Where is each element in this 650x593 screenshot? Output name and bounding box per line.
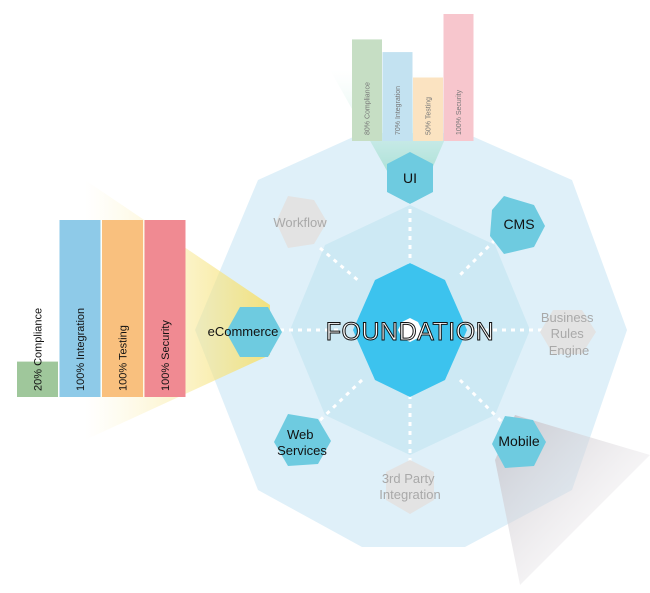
workflow-hexagon — [276, 196, 327, 248]
module-third-party-integration[interactable]: 3rd Party Integration — [379, 460, 441, 514]
module-ui[interactable]: UI — [387, 152, 433, 204]
bar-label-top-bars-2: 50% Testing — [425, 97, 432, 135]
foundation-label: FOUNDATION — [326, 318, 494, 346]
bar-top-bars-3 — [443, 14, 474, 141]
ui-bar-chart: 80% Compliance 70% Integration 50% Testing… — [352, 14, 474, 141]
bar-label-left-bars-1: 100% Integration — [75, 308, 87, 391]
bar-label-left-bars-3: 100% Security — [160, 320, 172, 391]
third-party-label: 3rd Party Integration — [379, 471, 440, 502]
module-business-rules-engine[interactable]: Business Rules Engine — [540, 310, 597, 358]
web-services-label: Web Services — [277, 427, 327, 458]
bar-top-bars-2 — [413, 77, 443, 141]
module-web-services[interactable]: Web Services — [274, 414, 331, 466]
module-workflow[interactable]: Workflow — [273, 196, 327, 248]
bar-left-bars-2 — [102, 220, 143, 397]
workflow-label: Workflow — [273, 215, 327, 230]
web-services-hexagon — [274, 414, 331, 466]
mobile-label: Mobile — [498, 433, 539, 449]
mobile-hexagon — [492, 416, 546, 468]
bar-top-bars-1 — [382, 52, 413, 141]
bar-left-bars-0 — [17, 361, 58, 397]
module-cms[interactable]: CMS — [490, 196, 545, 254]
ui-label: UI — [403, 170, 417, 186]
ecommerce-label: eCommerce — [208, 324, 279, 339]
business-rules-hexagon — [540, 310, 596, 354]
bar-label-left-bars-2: 100% Testing — [117, 325, 129, 391]
module-mobile[interactable]: Mobile — [492, 416, 546, 468]
third-party-hexagon — [386, 460, 434, 514]
business-rules-label: Business Rules Engine — [541, 310, 597, 358]
ui-hexagon — [387, 152, 433, 204]
foundation-core — [398, 318, 422, 342]
cms-hexagon — [490, 196, 545, 254]
bar-label-left-bars-0: 20% Compliance — [32, 308, 44, 391]
ecommerce-bar-chart: 20% Compliance 100% Integration 100% Testi… — [17, 220, 186, 397]
cms-label: CMS — [503, 216, 534, 232]
ecommerce-hexagon — [226, 307, 282, 357]
bar-label-top-bars-1: 70% Integration — [395, 86, 402, 135]
bar-top-bars-0 — [352, 39, 382, 141]
bar-left-bars-3 — [144, 220, 186, 397]
bar-label-top-bars-0: 80% Compliance — [364, 82, 371, 135]
connector-lines — [280, 200, 545, 470]
bar-label-top-bars-3: 100% Security — [456, 89, 463, 135]
module-ecommerce[interactable]: eCommerce — [208, 307, 282, 357]
bar-left-bars-1 — [59, 220, 101, 397]
